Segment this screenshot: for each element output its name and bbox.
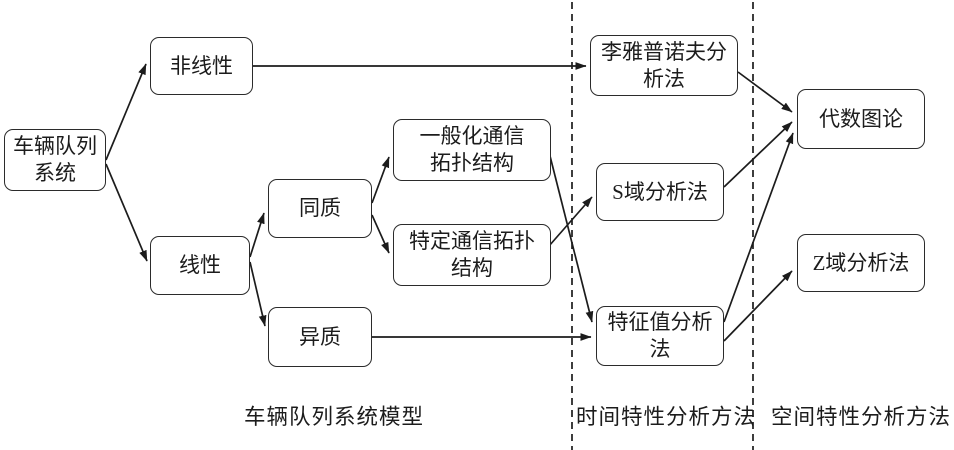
node-vehicle-platoon-system: 车辆队列 系统	[4, 129, 106, 191]
edge-homogeneous-general-topology	[371, 156, 390, 204]
section-label-platoon-system-model: 车辆队列系统模型	[244, 405, 425, 429]
node-s-domain-analysis: S域分析法	[596, 163, 724, 221]
node-algebraic-graph-theory: 代数图论	[797, 89, 925, 149]
section-label-space-analysis-methods: 空间特性分析方法	[771, 405, 952, 429]
edge-root-nonlinear	[105, 63, 147, 161]
edge-general-topology-eigenvalue	[548, 151, 594, 323]
node-generalized-communication-topology: 一般化通信 拓扑结构	[393, 119, 551, 181]
node-nonlinear: 非线性	[150, 37, 253, 95]
section-label-time-analysis-methods: 时间特性分析方法	[576, 405, 757, 429]
node-specific-communication-topology: 特定通信拓扑 结构	[393, 224, 551, 286]
edge-eigenvalue-z-domain	[723, 270, 793, 342]
node-linear: 线性	[150, 236, 250, 295]
edge-homogeneous-specific-topology	[371, 214, 390, 254]
node-heterogeneous: 异质	[268, 307, 372, 367]
edge-lyapunov-algebraic-graph	[737, 71, 793, 113]
edge-root-linear	[105, 163, 148, 262]
node-lyapunov-analysis: 李雅普诺夫分 析法	[590, 35, 738, 96]
edge-s-domain-algebraic-graph	[723, 121, 793, 188]
edge-linear-heterogeneous	[249, 261, 267, 327]
edge-eigenvalue-algebraic-graph	[723, 132, 794, 323]
node-homogeneous: 同质	[268, 179, 372, 238]
edge-linear-homogeneous	[249, 212, 265, 258]
node-z-domain-analysis: Z域分析法	[797, 234, 925, 292]
node-eigenvalue-analysis: 特征值分析 法	[596, 306, 724, 366]
edge-specific-topology-s-domain	[548, 196, 593, 247]
